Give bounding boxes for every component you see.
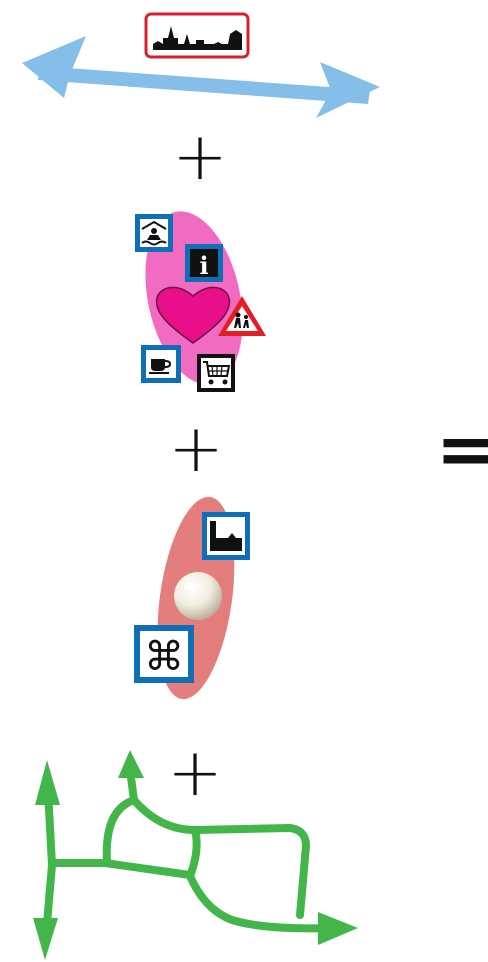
amenities-group: i: [135, 211, 266, 392]
plus-operator: +: [168, 410, 223, 487]
pearl-icon: [174, 572, 222, 620]
svg-text:+: +: [167, 734, 222, 811]
svg-text:=: =: [436, 407, 488, 491]
svg-text:⌘: ⌘: [144, 634, 184, 680]
children-warning-icon: [218, 296, 266, 336]
equals-operator: =: [436, 407, 488, 491]
plus-operator: +: [172, 118, 227, 195]
svg-text:+: +: [168, 410, 223, 487]
svg-text:+: +: [172, 118, 227, 195]
town-sign-icon: [144, 12, 250, 59]
swimming-pool-icon: [135, 214, 173, 252]
double-arrow-icon: [22, 36, 380, 118]
heart-icon: [155, 286, 231, 344]
cafe-icon: [141, 345, 181, 383]
information-icon: i: [185, 244, 223, 282]
road-network-icon: [42, 766, 334, 939]
place-of-interest-icon: ⌘: [134, 625, 194, 683]
shopping-cart-icon: [197, 354, 235, 392]
road-arrowheads: [33, 750, 358, 960]
svg-text:i: i: [199, 251, 208, 280]
sights-group: ⌘: [134, 496, 250, 700]
plus-operator: +: [167, 734, 222, 811]
church-icon: [202, 512, 250, 560]
